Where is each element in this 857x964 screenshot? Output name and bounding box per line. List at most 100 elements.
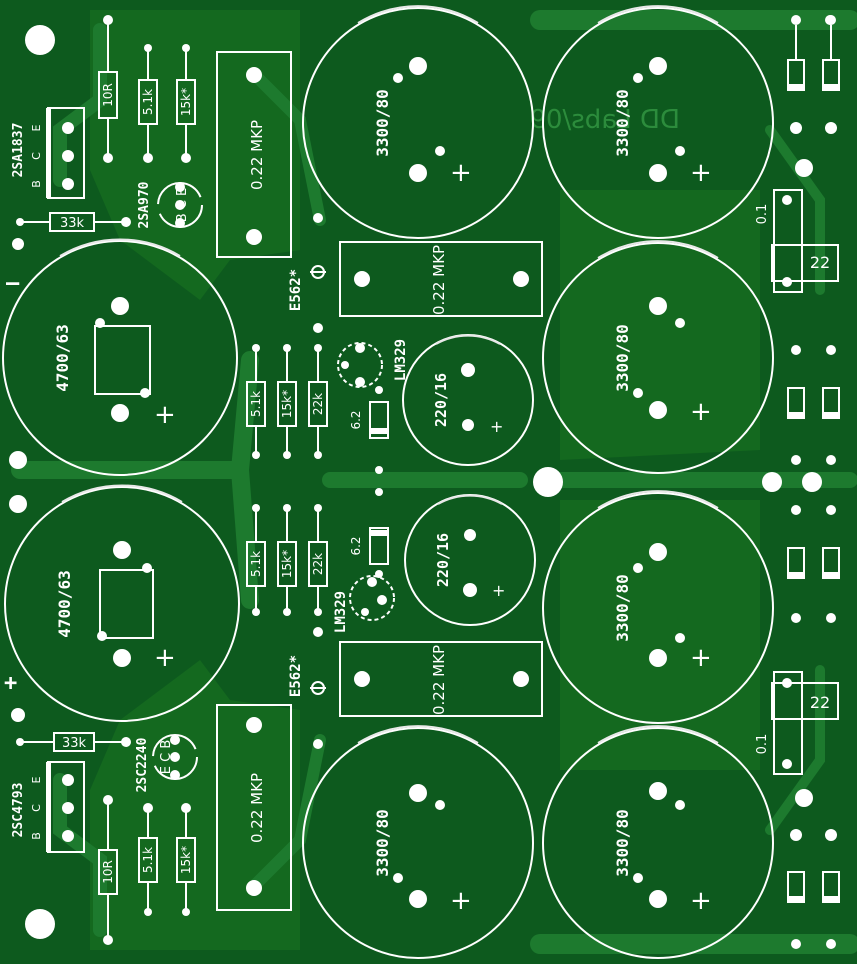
capacitor-220-top: 220/16 + [402,334,534,466]
e562-top: E562* [288,213,326,333]
capacitor-3300-6: 3300/80 + [542,725,774,959]
capacitor-label: 3300/80 [613,809,632,876]
resistor-label: 15k* [280,550,294,578]
resistor-33k-top: 33k [16,212,131,232]
snubber-bottom: 0.1 22 [755,671,839,775]
pin-label: B C E [175,188,190,222]
film-cap-top-center: 0.22 MKP [339,241,543,317]
capacitor-3300-1: 3300/80 + [302,5,534,239]
pin-label: E [30,124,43,131]
power-transistor-top: 2SA1837 E C B [11,107,85,199]
diode-pair-3 [787,505,840,623]
pin-label: B [30,832,43,840]
pin-label: E C B [159,740,174,774]
pin-label: C [30,804,43,812]
resistor-15k-bottom: 15k* [176,803,196,916]
e562-bottom: E562* [288,627,326,749]
capacitor-3300-3: 3300/80 + [542,240,774,474]
capacitor-label: 0.1 [755,204,770,225]
film-cap-label: 0.22 MKP [248,120,266,190]
capacitor-3300-4: 3300/80 + [542,490,774,724]
resistor-15k-top: 15k* [176,44,196,163]
resistor-10r-top: 10R [98,15,118,163]
resistor-15k-center-bottom: 15k* [277,504,297,616]
capacitor-label: 4700/63 [55,570,74,637]
capacitor-4700-top: 4700/63 + [2,238,238,476]
film-cap-top-left: 0.22 MKP [216,51,292,258]
diode-pair-4 [787,829,840,949]
plus-mark: + [690,643,712,673]
resistor-label: 10R [101,83,115,107]
film-cap-label: 0.22 MKP [430,245,448,315]
film-cap-bottom-left: 0.22 MKP [216,704,292,911]
resistor-label: 33k [60,216,85,231]
resistor-label: 22k [311,393,325,415]
lm329-label: LM329 [393,339,409,381]
minus-mark: – [6,271,20,296]
capacitor-4700-bottom: 4700/63 + [4,484,240,722]
resistor-5k1-center-bottom: 5.1k [246,504,266,616]
zener-bottom: 6.2 [349,488,389,578]
transistor-label: 2SC4793 [11,783,26,838]
resistor-label: 5.1k [141,847,155,873]
filter-capacitors: 4700/63 + 4700/63 + [2,238,240,722]
resistor-15k-center-top: 15k* [277,344,297,459]
ac-input-pad [802,472,822,492]
small-capacitors: 220/16 + 220/16 + [402,334,536,626]
pin-label: C [30,152,43,160]
ac-input-pad [762,472,782,492]
zener-label: 6.2 [349,536,363,555]
diode-pair-2 [787,345,840,465]
transistor-label: 2SA970 [137,181,152,228]
capacitor-label: 0.1 [755,734,770,755]
resistor-5k1-top: 5.1k [138,44,158,163]
plus-mark: + [690,886,712,916]
capacitor-label: 220/16 [434,533,452,587]
mounting-holes [25,25,563,939]
resistor-label: 33k [62,736,87,751]
capacitor-label: 3300/80 [613,89,632,156]
resistor-33k-bottom: 33k [16,732,131,752]
resistor-label: 15k* [179,88,193,116]
transistor-label: 2SA1837 [11,123,26,178]
resistor-label: 22k [311,553,325,575]
film-cap-bottom-center: 0.22 MKP [339,641,543,717]
mounting-hole [25,25,55,55]
rectifier-diodes [762,15,840,949]
left-edge-pads [9,15,835,722]
e562-label: E562* [288,269,304,311]
resistor-10r-bottom: 10R [98,795,118,945]
resistor-5k1-bottom: 5.1k [138,803,158,916]
plus-mark: + [690,397,712,427]
snubber-top: 0.1 22 [755,189,839,293]
capacitor-label: 3300/80 [373,89,392,156]
e562-label: E562* [288,655,304,697]
resistor-label: 22 [810,253,830,272]
resistor-22k-center-top: 22k [308,344,328,459]
resistor-label: 5.1k [141,89,155,115]
film-cap-label: 0.22 MKP [430,645,448,715]
capacitor-label: 3300/80 [613,324,632,391]
ac-input-pad [795,789,813,807]
ac-input-pad [795,159,813,177]
mounting-hole [533,467,563,497]
capacitor-220-bottom: 220/16 + [404,494,536,626]
power-transistor-bottom: 2SC4793 E C B [11,761,85,853]
resistor-label: 15k* [179,846,193,874]
capacitor-label: 220/16 [432,373,450,427]
resistor-label: 15k* [280,390,294,418]
zener-top: 6.2 [349,386,389,474]
lm329-bottom: LM329 [333,575,395,633]
capacitor-label: 3300/80 [613,574,632,641]
plus-mark: + [492,581,505,600]
plus-mark: + [450,886,472,916]
plus-mark: + [154,643,176,673]
resistor-label: 5.1k [249,391,263,417]
lm329-top: LM329 [337,339,409,388]
plus-mark: + [4,671,17,696]
mirror-label: DD Labs/09 [529,105,680,135]
capacitor-label: 3300/80 [373,809,392,876]
capacitor-label: 4700/63 [53,324,72,391]
